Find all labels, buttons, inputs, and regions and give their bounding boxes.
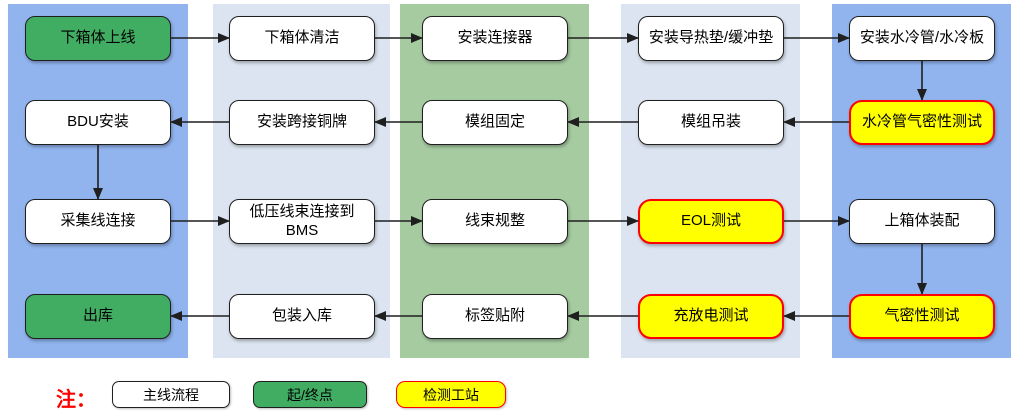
node-harness-arrangement: 线束规整: [422, 199, 568, 244]
node-lower-box-cleaning: 下箱体清洁: [229, 16, 375, 61]
node-upper-box-assembly: 上箱体装配: [849, 199, 995, 244]
node-install-jumper-busbar: 安装跨接铜牌: [229, 100, 375, 145]
node-label-attach: 标签贴附: [422, 294, 568, 339]
node-module-hoisting: 模组吊装: [638, 100, 784, 145]
node-install-cooling-pipe: 安装水冷管/水冷板: [849, 16, 995, 61]
node-packaging-warehousing: 包装入库: [229, 294, 375, 339]
node-collection-wire-connect: 采集线连接: [25, 199, 171, 244]
node-install-thermal-pad: 安装导热垫/缓冲垫: [638, 16, 784, 61]
node-charge-discharge-test: 充放电测试: [638, 294, 784, 339]
node-pipe-airtight-test: 水冷管气密性测试: [849, 100, 995, 145]
legend-note: 注：: [56, 389, 96, 411]
node-module-fixing: 模组固定: [422, 100, 568, 145]
node-install-connector: 安装连接器: [422, 16, 568, 61]
node-airtight-test: 气密性测试: [849, 294, 995, 339]
legend-item-start-end: 起/终点: [253, 381, 367, 408]
legend-item-mainline-process: 主线流程: [112, 381, 230, 408]
node-lower-box-online: 下箱体上线: [25, 16, 171, 61]
legend-item-test-station: 检测工站: [396, 381, 506, 408]
node-eol-test: EOL测试: [638, 199, 784, 244]
node-outbound: 出库: [25, 294, 171, 339]
node-bdu-install: BDU安装: [25, 100, 171, 145]
node-lv-harness-to-bms: 低压线束连接到BMS: [229, 199, 375, 244]
